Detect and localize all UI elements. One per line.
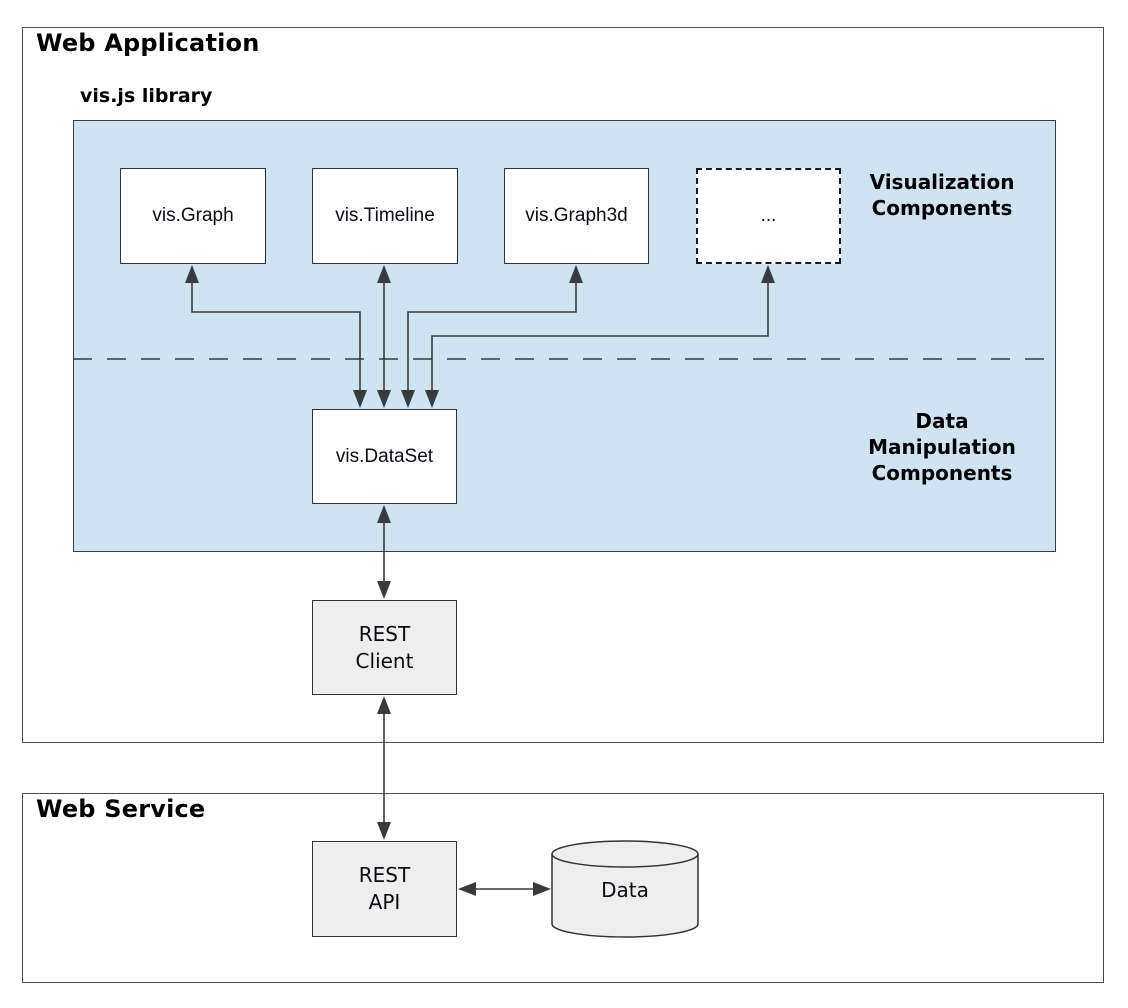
rest-client-box: REST Client bbox=[312, 600, 457, 695]
visjs-library-label: vis.js library bbox=[80, 85, 213, 107]
vis-graph3d-label: vis.Graph3d bbox=[525, 205, 628, 226]
web-service-title: Web Service bbox=[36, 795, 206, 823]
vis-graph3d-box: vis.Graph3d bbox=[504, 168, 649, 264]
vis-dataset-label: vis.DataSet bbox=[335, 445, 434, 467]
vis-timeline-label: vis.Timeline bbox=[335, 205, 435, 226]
more-components-box: ... bbox=[696, 168, 841, 264]
data-cylinder-label: Data bbox=[601, 878, 649, 902]
data-manipulation-components-label: Data Manipulation Components bbox=[868, 409, 1016, 485]
rest-api-box: REST API bbox=[312, 841, 457, 937]
vis-timeline-box: vis.Timeline bbox=[312, 168, 458, 264]
more-components-label: ... bbox=[760, 205, 777, 226]
visualization-components-label: Visualization Components bbox=[869, 170, 1015, 220]
vis-dataset-box: vis.DataSet bbox=[312, 409, 457, 504]
web-application-title: Web Application bbox=[36, 29, 260, 57]
vis-graph-label: vis.Graph bbox=[152, 205, 234, 226]
vis-graph-box: vis.Graph bbox=[120, 168, 266, 264]
